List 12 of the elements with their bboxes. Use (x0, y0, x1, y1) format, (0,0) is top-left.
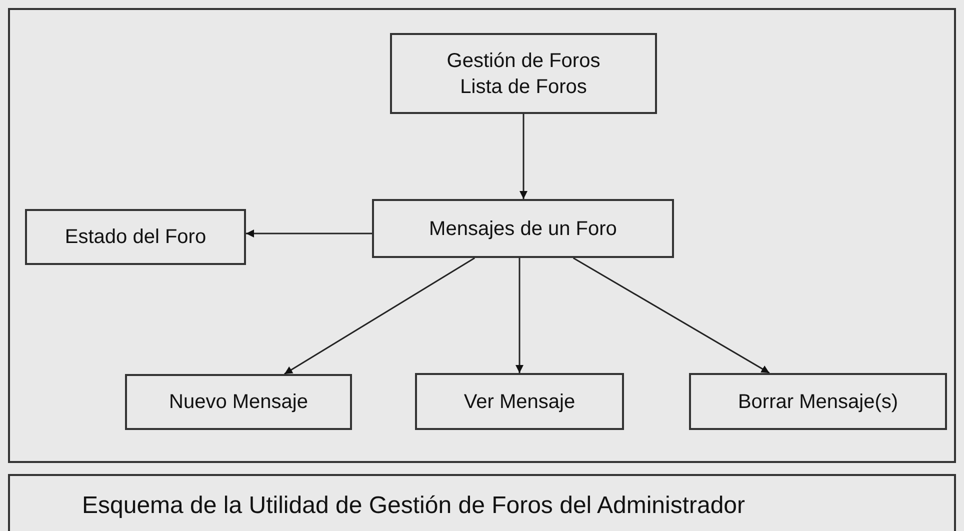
process-box: Nuevo Mensaje (125, 374, 352, 430)
caption: Esquema de la Utilidad de Gestión de Foros del Administrador (8, 474, 956, 531)
process-box: Gestión de Foros Lista de Foros (390, 33, 657, 114)
arrow (516, 258, 524, 373)
process-box: Estado del Foro (25, 209, 246, 265)
arrow (572, 257, 770, 374)
arrow (520, 114, 528, 199)
arrow (246, 230, 372, 238)
process-box: Borrar Mensaje(s) (689, 373, 947, 430)
process-box: Mensajes de un Foro (372, 199, 674, 258)
process-box: Ver Mensaje (415, 373, 624, 430)
arrow (284, 257, 476, 375)
